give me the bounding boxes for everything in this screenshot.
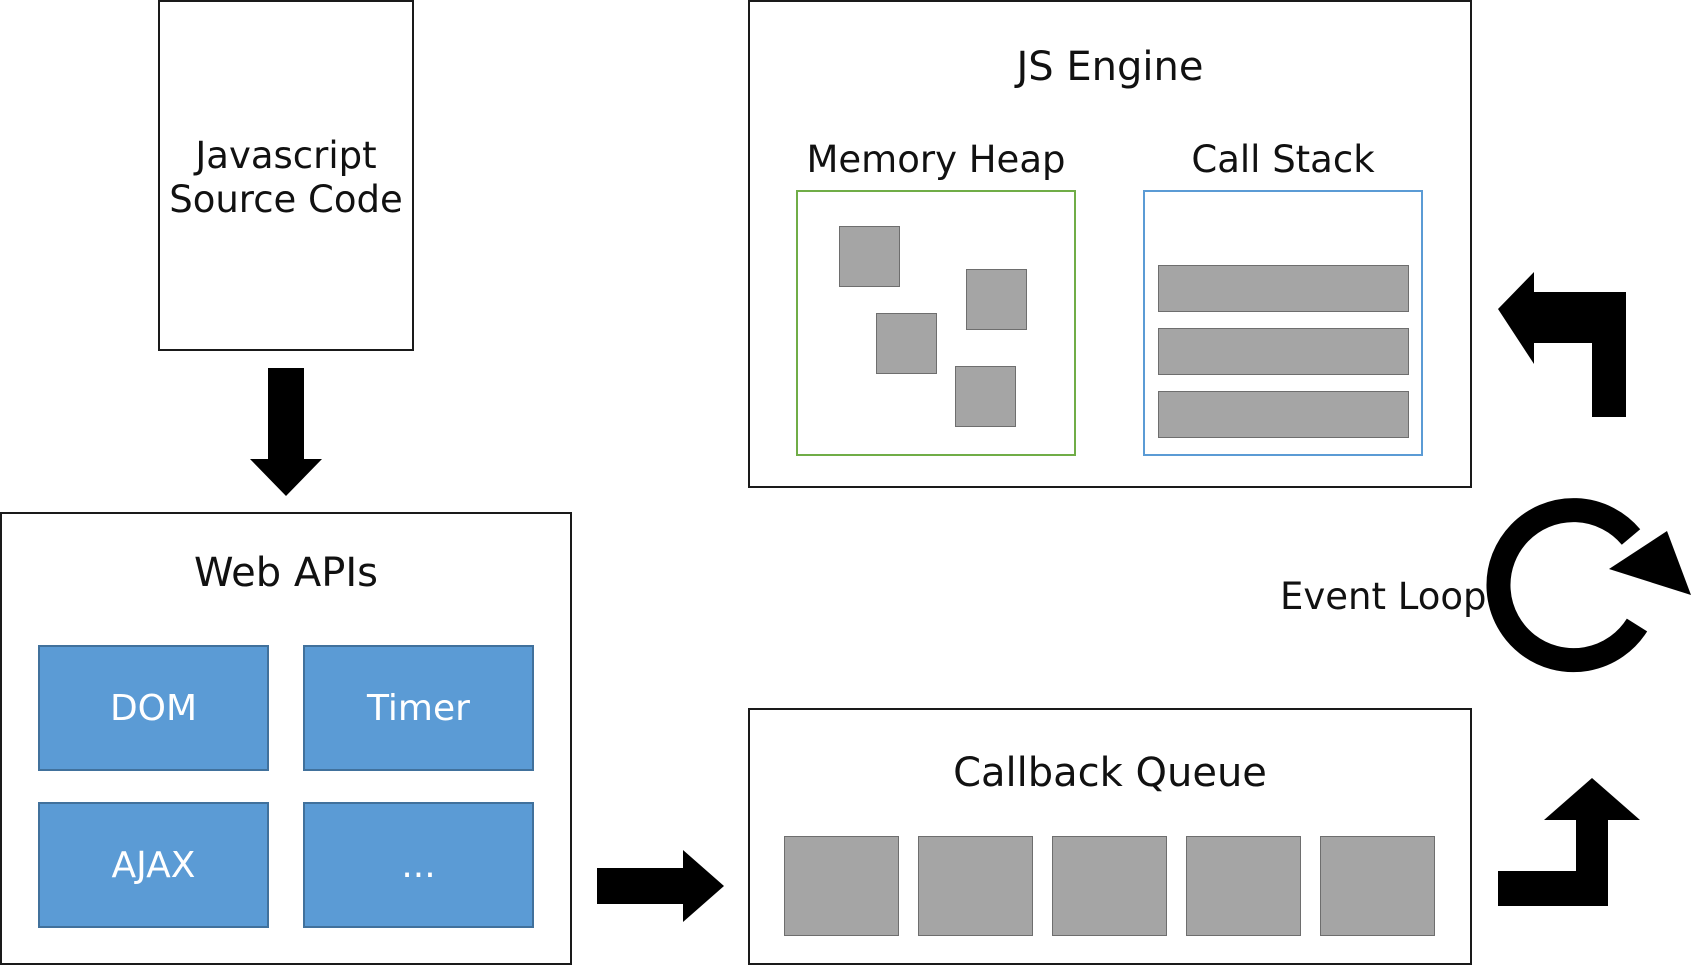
web-api-more-label: ... [401,844,436,886]
web-api-dom: DOM [38,645,269,771]
event-loop-label: Event Loop [1280,575,1487,618]
queue-item [1186,836,1301,936]
web-api-more: ... [303,802,534,928]
callback-queue-title: Callback Queue [953,750,1267,796]
queue-item [1320,836,1435,936]
web-api-timer-label: Timer [367,687,470,729]
web-api-ajax-label: AJAX [111,844,196,886]
heap-object [876,313,937,374]
refresh-loop-icon [1486,498,1691,673]
queue-item [918,836,1033,936]
web-api-ajax: AJAX [38,802,269,928]
call-stack-box [1143,190,1423,456]
queue-item [1052,836,1167,936]
call-stack-label: Call Stack [1191,138,1375,181]
web-apis-title: Web APIs [193,550,379,596]
stack-frame [1158,328,1409,375]
elbow-arrow-up-left-icon [1498,272,1626,417]
source-code-label-line1: Javascript [195,134,377,177]
stack-frame [1158,391,1409,438]
right-arrow-icon [597,850,724,922]
js-engine-title: JS Engine [1016,44,1204,90]
web-api-dom-label: DOM [109,687,198,729]
heap-object [966,269,1027,330]
source-code-box: Javascript Source Code [158,0,414,351]
queue-item [784,836,899,936]
down-arrow-icon [250,368,322,496]
heap-object [839,226,900,287]
source-code-label-line2: Source Code [169,178,403,221]
memory-heap-box [796,190,1076,456]
memory-heap-label: Memory Heap [806,138,1066,181]
stack-frame [1158,265,1409,312]
heap-object [955,366,1016,427]
elbow-arrow-up-right-icon [1498,778,1640,906]
web-api-timer: Timer [303,645,534,771]
